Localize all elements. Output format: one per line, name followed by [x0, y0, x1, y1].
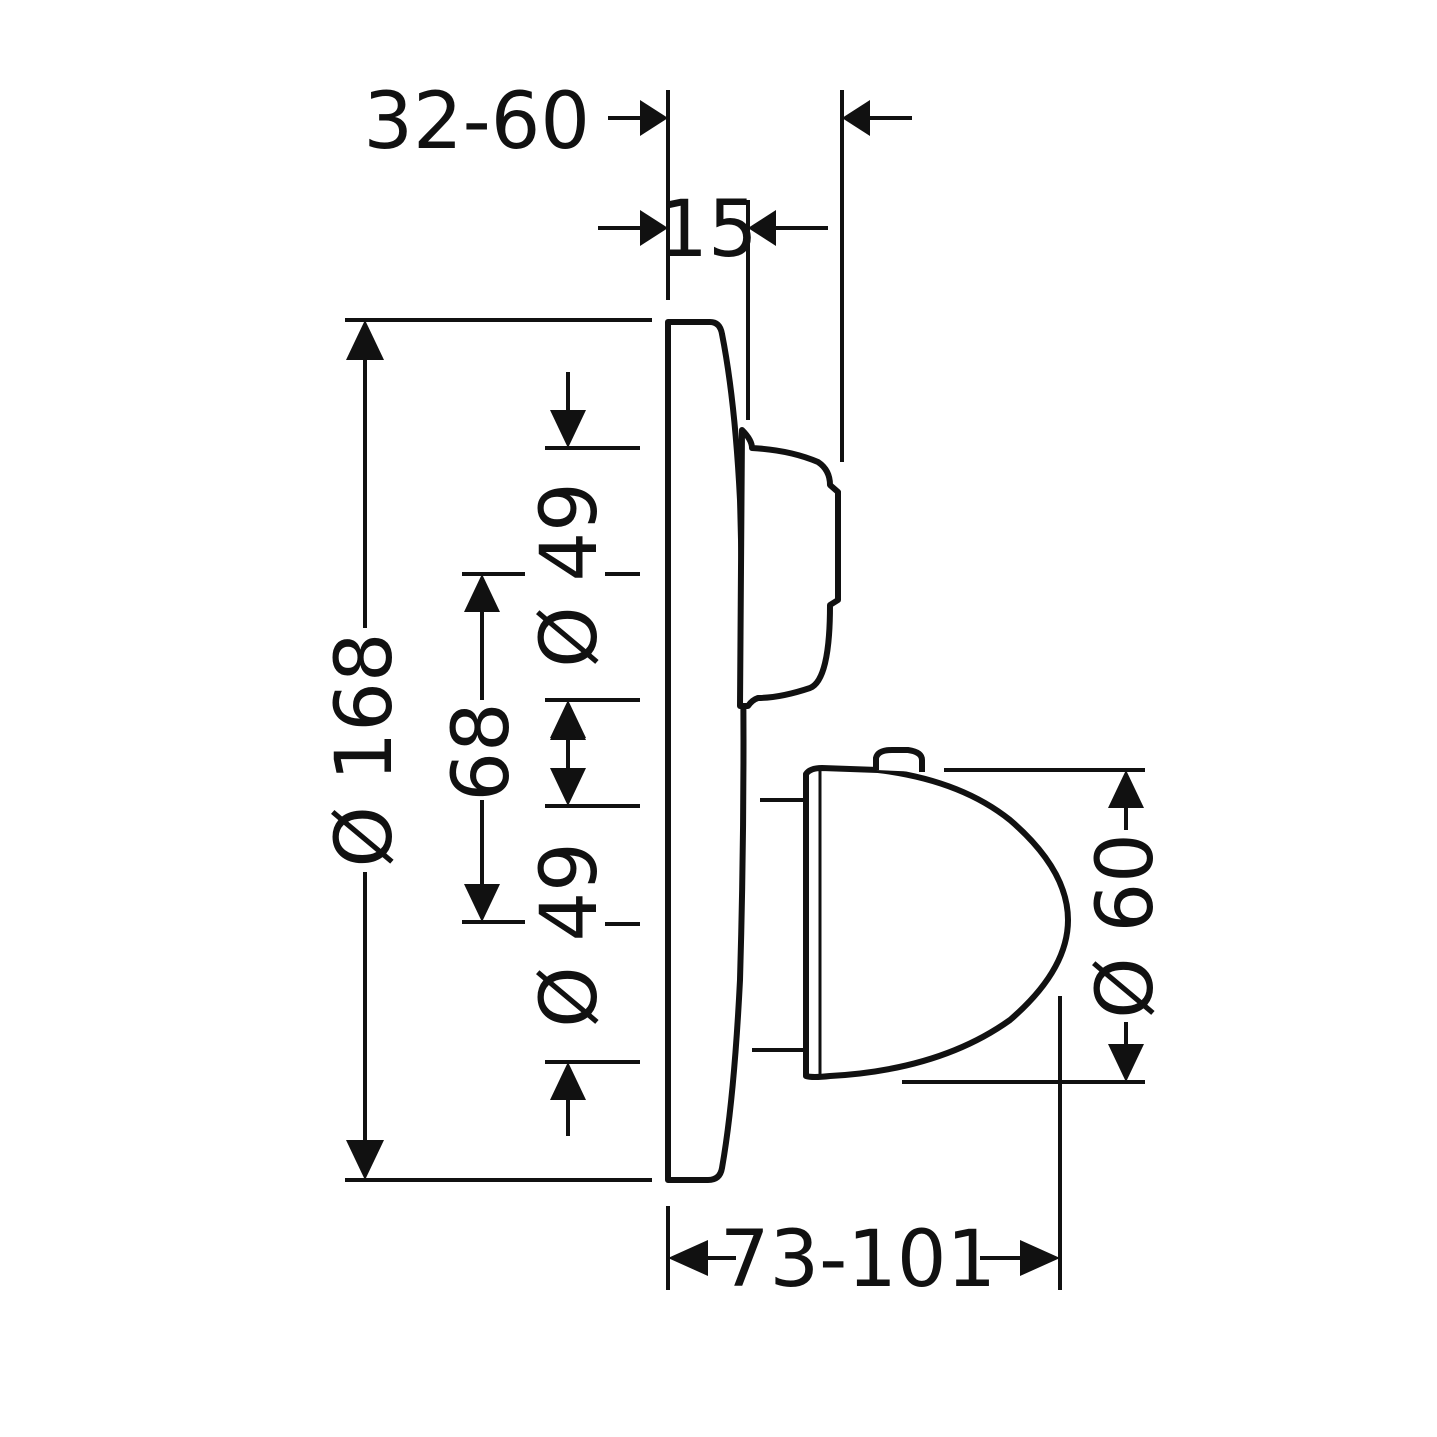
dimension-upper-knob: Ø 49 [525, 372, 640, 738]
arrow-down [1108, 1044, 1144, 1082]
arrow-up [1108, 770, 1144, 808]
dimension-total-depth: 73-101 [666, 996, 1062, 1305]
arrow-down [346, 1140, 384, 1180]
arrow-down [550, 410, 586, 448]
arrow-down [550, 768, 586, 806]
lower-knob [803, 765, 1071, 1080]
dimension-knob-gap [545, 702, 640, 808]
arrow-up [550, 1062, 586, 1100]
dimension-label-plate-diameter: Ø 168 [320, 632, 410, 867]
dimension-label-upper-knob: Ø 49 [525, 482, 615, 667]
arrow-left [668, 1240, 708, 1276]
arrow-down [464, 884, 500, 922]
product-outline [665, 319, 1071, 1183]
upper-knob [737, 427, 841, 709]
dimension-lower-knob: Ø 49 [525, 842, 640, 1136]
arrow-left [748, 210, 776, 246]
arrow-right [640, 210, 668, 246]
arrow-left [842, 100, 870, 136]
dimension-label-plate-to-knob: 15 [658, 185, 757, 275]
dimension-label-mount-depth: 32-60 [363, 77, 590, 167]
cover-plate [665, 319, 747, 1183]
dimension-label-center-distance: 68 [437, 702, 527, 801]
arrow-up [464, 574, 500, 612]
arrow-up [346, 320, 384, 360]
dimension-mount-depth: 32-60 [363, 77, 912, 462]
dimension-label-total-depth: 73-101 [720, 1215, 996, 1305]
dimension-thermostat-diameter: Ø 60 [902, 768, 1171, 1084]
arrow-right [1020, 1240, 1060, 1276]
dimension-label-thermostat-diameter: Ø 60 [1081, 833, 1171, 1018]
dimension-plate-to-knob: 15 [598, 185, 828, 420]
arrow-up [550, 702, 586, 740]
dimension-label-lower-knob: Ø 49 [525, 842, 615, 1027]
dimension-plate-diameter: Ø 168 [320, 318, 652, 1182]
dimension-center-distance: 68 [437, 572, 527, 924]
temperature-marker [873, 747, 925, 772]
arrow-right [640, 100, 668, 136]
